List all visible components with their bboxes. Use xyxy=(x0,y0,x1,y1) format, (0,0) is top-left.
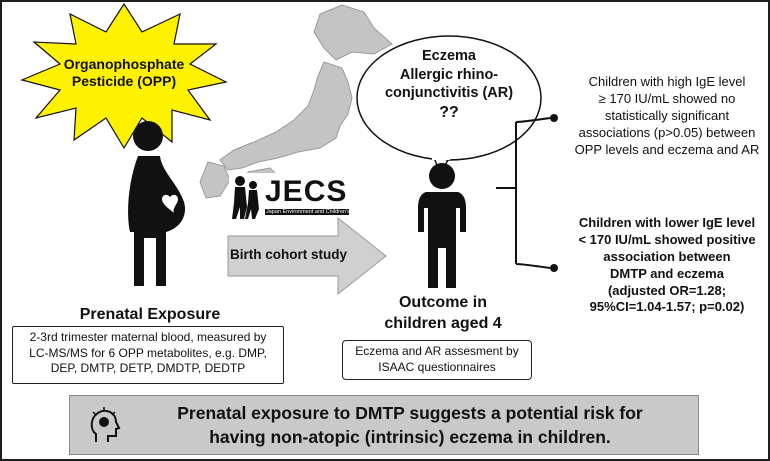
outcome-title-1: Outcome in xyxy=(398,294,487,311)
finding-high-3: statistically significant xyxy=(604,107,730,123)
conclusion-line-2: having non-atopic (intrinsic) eczema in … xyxy=(209,426,611,447)
finding-high-2: ≥ 170 IU/mL showed no xyxy=(598,90,736,106)
bubble-line-2: Allergic rhino- xyxy=(399,66,499,83)
bubble-line-1: Eczema xyxy=(421,48,476,64)
outcome-desc-2: ISAAC questionnaires xyxy=(378,359,496,374)
finding-low-6: 95%CI=1.04-1.57; p=0.02) xyxy=(589,299,745,315)
finding-low-3: association between xyxy=(603,248,731,264)
finding-low-1: Children with lower IgE level xyxy=(578,215,756,230)
jecs-word: JECS xyxy=(265,175,348,208)
finding-low-4: DMTP and eczema xyxy=(610,265,724,281)
prenatal-desc-1: 2-3rd trimester maternal blood, measured… xyxy=(29,330,267,344)
outcome-title-2: children aged 4 xyxy=(384,314,502,332)
lightbulb-head-icon xyxy=(90,407,121,442)
arrow-label: Birth cohort study xyxy=(230,247,347,262)
outcome-desc-box: Eczema and AR assesment by ISAAC questio… xyxy=(342,340,532,380)
conclusion-line-1: Prenatal exposure to DMTP suggests a pot… xyxy=(177,403,643,423)
outcome-desc-1: Eczema and AR assesment by xyxy=(355,344,519,358)
finding-low-5: (adjusted OR=1.28; xyxy=(607,282,727,298)
opp-line-2: Pesticide (OPP) xyxy=(71,72,177,89)
children-hug-icon xyxy=(232,176,259,219)
finding-low-2: < 170 IU/mL showed positive xyxy=(578,231,756,247)
prenatal-title: Prenatal Exposure xyxy=(79,306,221,323)
finding-high-5: OPP levels and eczema and AR xyxy=(574,141,760,157)
prenatal-desc-3: DEP, DMTP, DETP, DMDTP, DEDTP xyxy=(50,361,246,376)
jecs-logo: JECS Japan Environment and Children's St… xyxy=(229,173,349,221)
prenatal-desc-box: 2-3rd trimester maternal blood, measured… xyxy=(12,326,284,384)
finding-high-4: associations (p>0.05) between xyxy=(578,124,756,140)
jecs-subtitle: Japan Environment and Children's Study xyxy=(265,209,349,215)
opp-line-1: Organophosphate xyxy=(63,56,185,72)
prenatal-desc-2: LC-MS/MS for 6 OPP metabolites, e.g. DMP… xyxy=(29,345,267,360)
finding-high-1: Children with high IgE level xyxy=(588,74,746,89)
bubble-line-3: conjunctivitis (AR) xyxy=(384,85,514,102)
bubble-line-4: ?? xyxy=(439,103,459,121)
conclusion-banner: Prenatal exposure to DMTP suggests a pot… xyxy=(69,395,699,455)
